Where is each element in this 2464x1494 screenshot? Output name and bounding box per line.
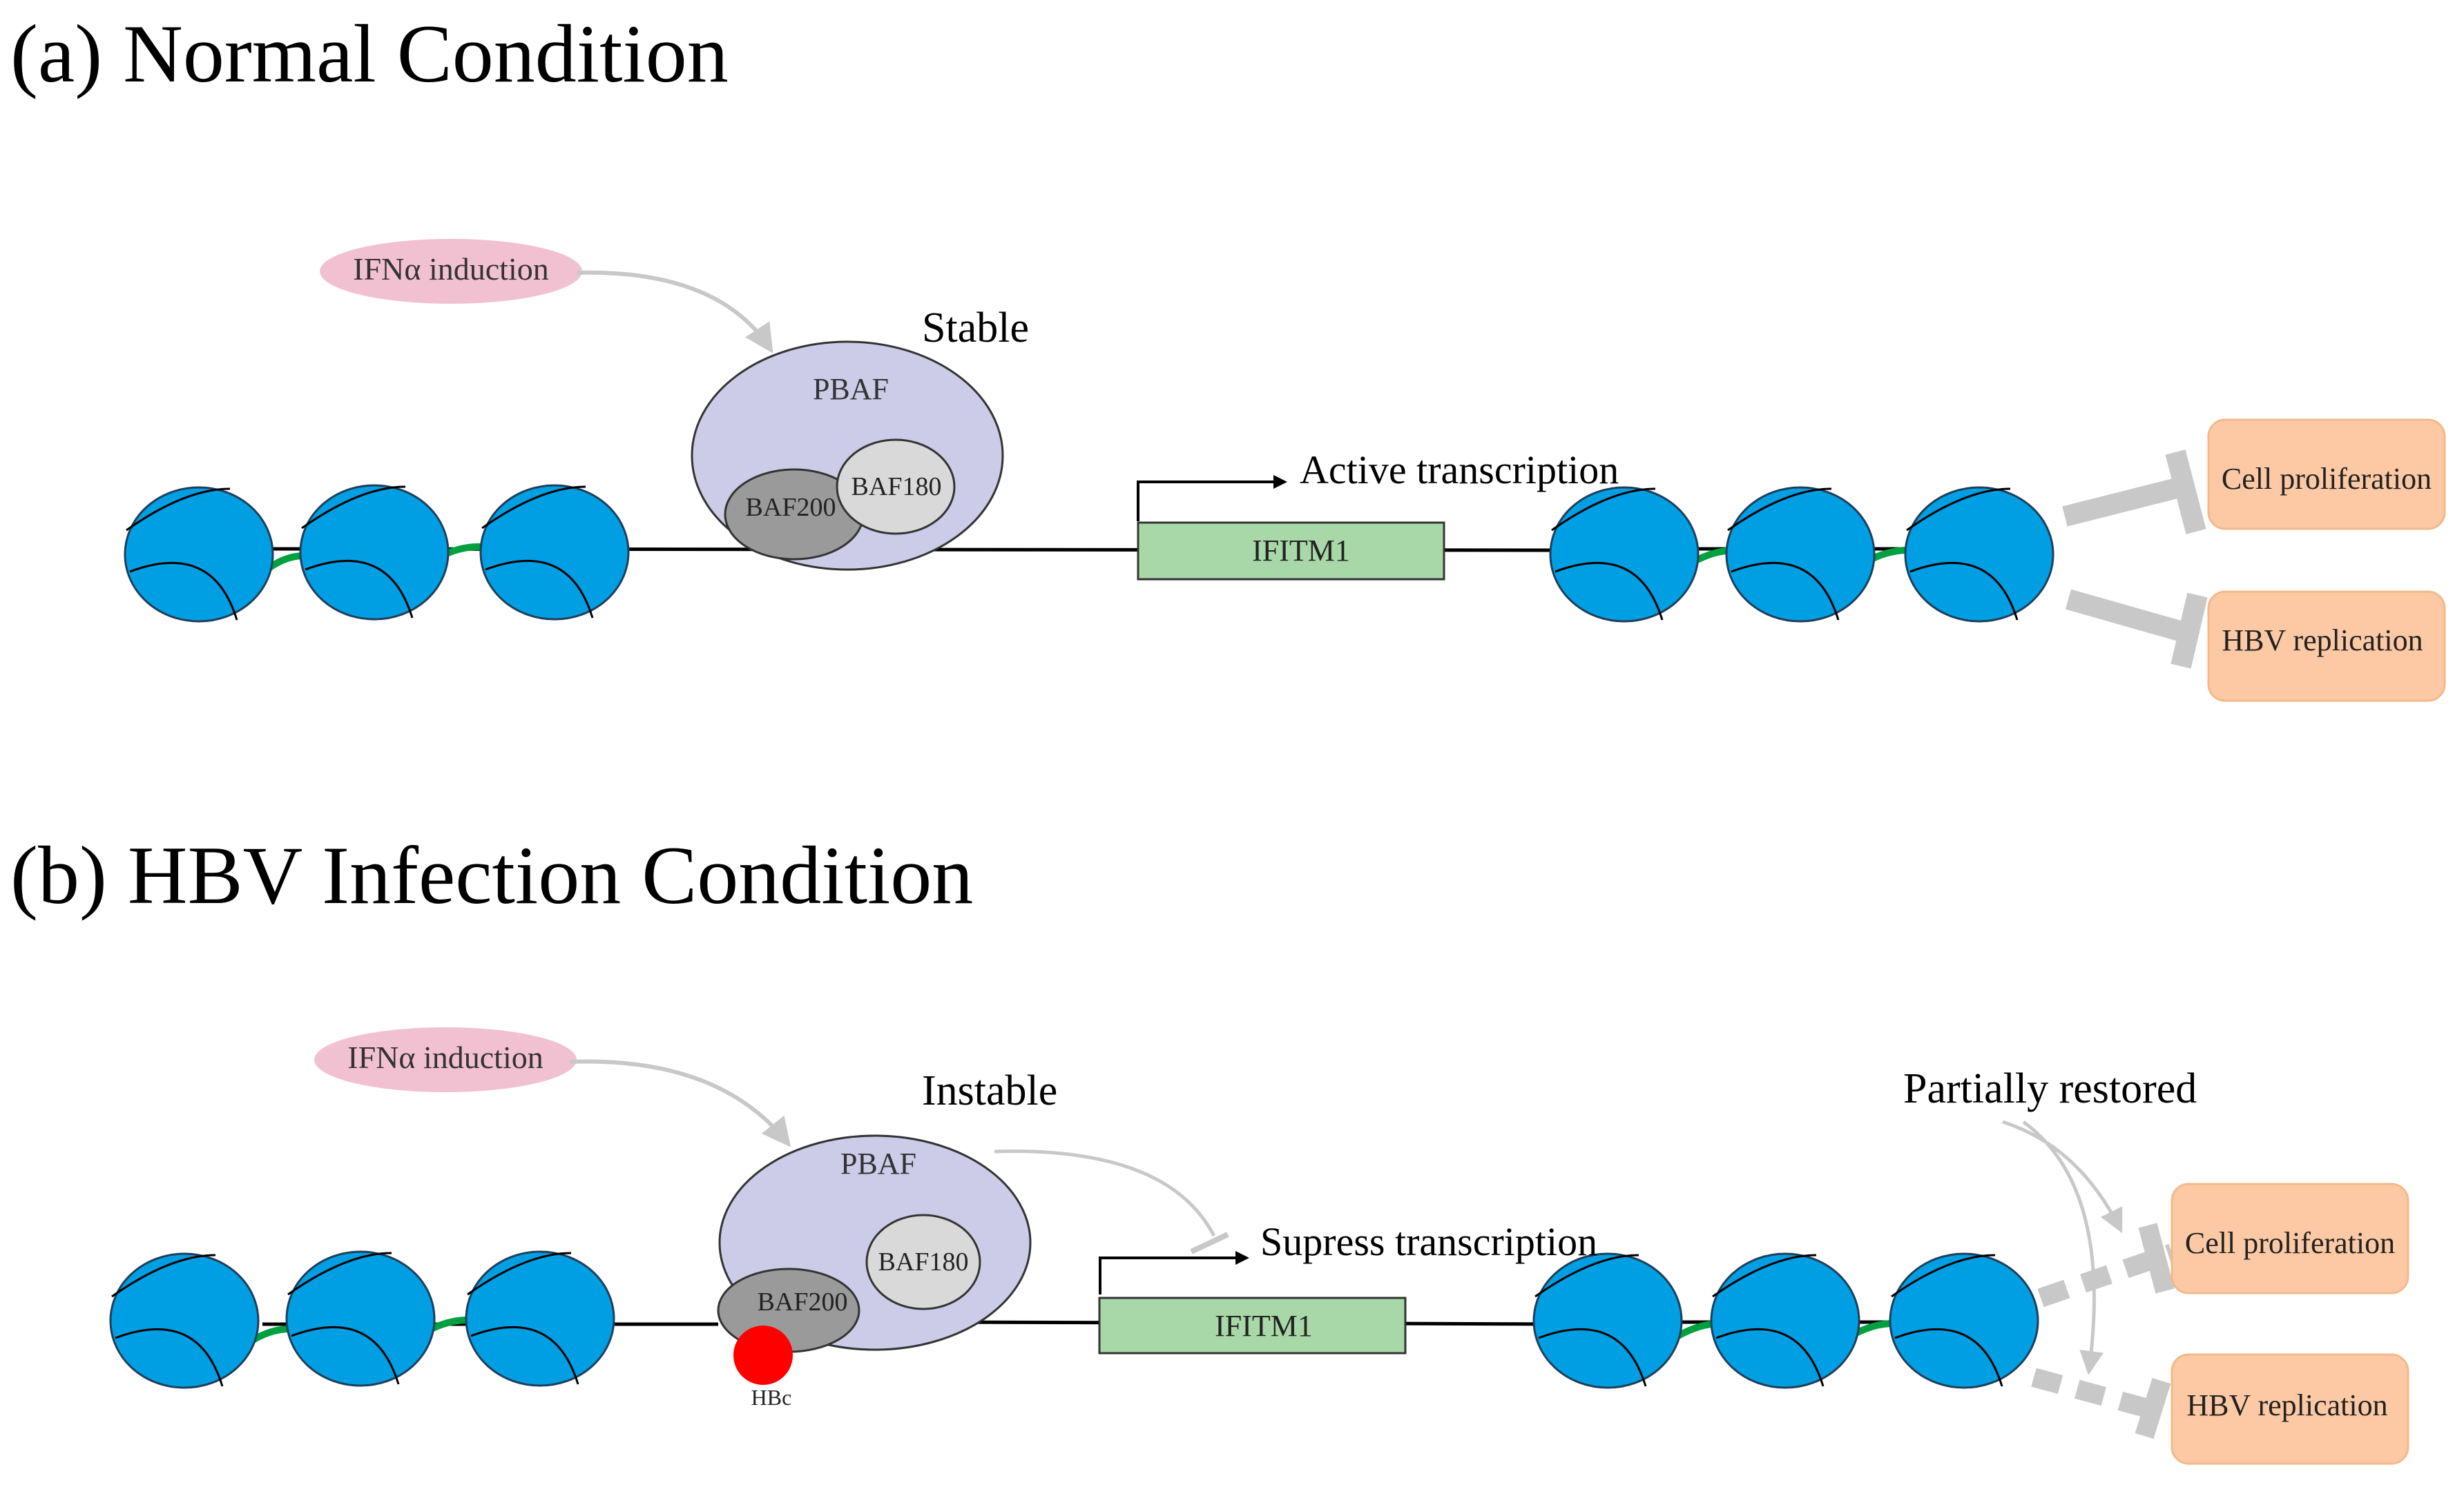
nucleosome <box>1725 486 1876 623</box>
panel-a: (a) Normal Condition <box>10 8 2446 702</box>
pbaf-label: PBAF <box>813 372 889 406</box>
complex-state-label: Instable <box>922 1067 1057 1114</box>
panel-a-heading: (a) Normal Condition <box>10 8 729 99</box>
transcription-start-arrow <box>1137 475 1287 521</box>
ifna-induction-label: IFNα induction <box>353 251 548 287</box>
ifitm1-gene-box <box>1098 1297 1407 1355</box>
outcome-label: HBV replication <box>2222 623 2423 657</box>
partial-inhibition-arrow <box>2037 1223 2175 1308</box>
nucleosome <box>1549 486 1700 623</box>
baf200-label: BAF200 <box>758 1288 848 1317</box>
outcome-box-hbv-replication <box>2171 1353 2409 1465</box>
hbc-label: HBc <box>751 1385 792 1410</box>
panel-b: (b) HBV Infection Condition <box>10 829 2409 1465</box>
restore-arrow <box>2022 1120 2104 1375</box>
transcription-label: Supress transcription <box>1260 1219 1597 1264</box>
nucleosome <box>299 484 450 621</box>
panel-b-heading: (b) HBV Infection Condition <box>10 829 973 921</box>
nucleosome <box>1710 1252 1860 1389</box>
nucleosome <box>479 484 630 621</box>
baf180-label: BAF180 <box>878 1248 969 1277</box>
nucleosome <box>109 1252 260 1389</box>
nucleosome <box>1889 1252 2039 1389</box>
outcome-label: Cell proliferation <box>2185 1226 2395 1260</box>
suppression-bar <box>1190 1232 1229 1254</box>
ifitm1-gene-label: IFITM1 <box>1252 534 1350 567</box>
nucleosome <box>465 1250 615 1387</box>
nucleosome <box>285 1250 436 1387</box>
outcome-label: Cell proliferation <box>2222 462 2432 496</box>
nucleosome <box>124 486 274 623</box>
pbaf-label: PBAF <box>840 1147 916 1181</box>
complex-state-label: Stable <box>922 304 1029 351</box>
baf180-subunit <box>836 438 956 535</box>
baf180-subunit <box>865 1214 981 1310</box>
ifitm1-gene-label: IFITM1 <box>1215 1309 1313 1343</box>
induction-arrow <box>569 1059 791 1147</box>
ifitm1-gene-box <box>1137 521 1445 581</box>
partially-restored-label: Partially restored <box>1903 1065 2197 1112</box>
inhibition-arrow <box>2065 589 2208 669</box>
ifna-induction-ellipse <box>314 1027 577 1092</box>
induction-arrow <box>576 270 773 354</box>
transcription-start-arrow <box>1099 1251 1249 1294</box>
ifna-induction-label: IFNα induction <box>347 1040 543 1075</box>
restore-arrow <box>2002 1120 2123 1234</box>
inhibition-arrow <box>2062 449 2206 534</box>
hbc-protein <box>733 1326 793 1385</box>
suppression-line <box>994 1149 1216 1237</box>
baf180-label: BAF180 <box>851 472 942 501</box>
outcome-label: HBV replication <box>2186 1388 2387 1422</box>
outcome-box-cell-proliferation <box>2171 1183 2409 1294</box>
nucleosome <box>1532 1252 1683 1389</box>
transcription-label: Active transcription <box>1300 447 1619 492</box>
ifna-induction-ellipse <box>320 239 582 304</box>
outcome-box-hbv-replication <box>2207 590 2446 702</box>
nucleosome <box>1904 486 2054 623</box>
baf200-label: BAF200 <box>746 493 836 522</box>
outcome-box-cell-proliferation <box>2207 418 2446 530</box>
partial-inhibition-arrow <box>2031 1368 2171 1439</box>
